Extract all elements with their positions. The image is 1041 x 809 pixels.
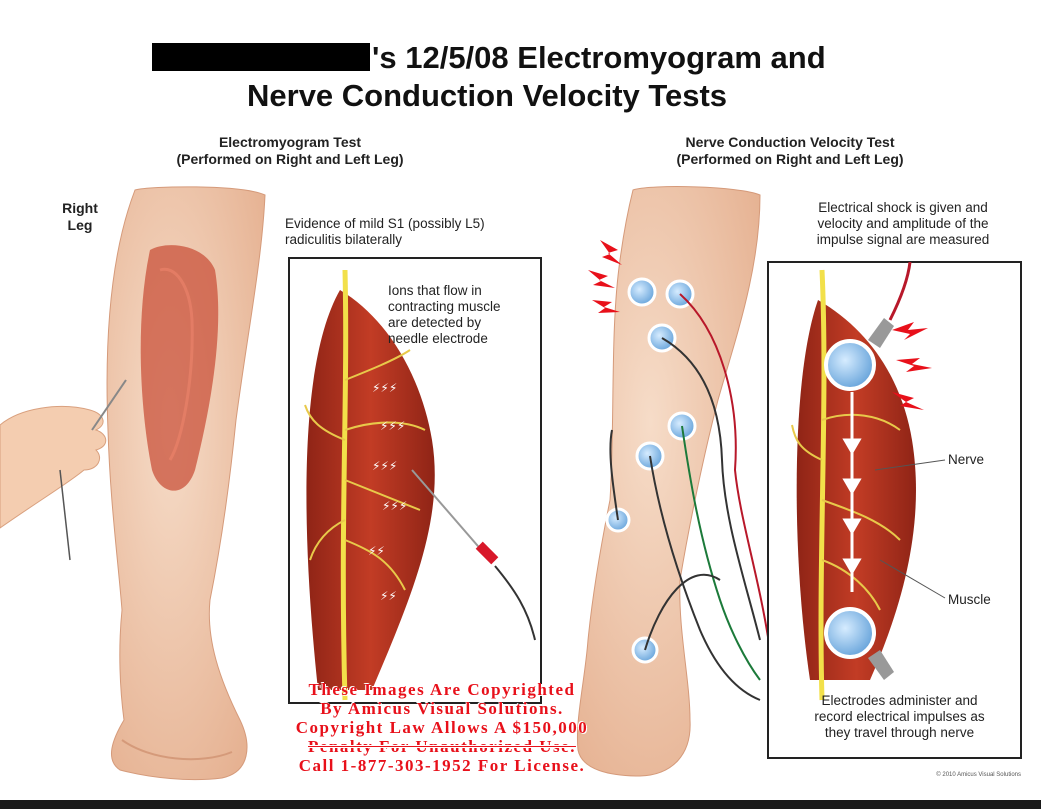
ncv-desc-line-2: velocity and amplitude of the <box>817 216 989 231</box>
svg-text:⚡⚡: ⚡⚡ <box>368 544 385 558</box>
emg-heading-line-1: Electromyogram Test <box>218 134 362 150</box>
emg-heading-line-2: (Performed on Right and Left Leg) <box>176 151 404 167</box>
title-line-1-text: 's 12/5/08 Electromyogram and <box>372 40 826 75</box>
ncv-caption-line-1: Electrodes administer and <box>821 693 978 708</box>
emg-inset-caption: Ions that flow in contracting muscle are… <box>388 283 538 347</box>
ncv-heading: Nerve Conduction Velocity Test (Performe… <box>630 134 950 168</box>
svg-text:⚡⚡: ⚡⚡ <box>380 589 397 603</box>
right-leg-label: Right Leg <box>48 200 112 234</box>
svg-text:⚡⚡⚡: ⚡⚡⚡ <box>380 419 405 433</box>
ncv-caption-line-2: record electrical impulses as <box>814 709 985 724</box>
svg-text:⚡⚡⚡: ⚡⚡⚡ <box>372 381 397 395</box>
ncv-muscle-drawing <box>791 261 946 701</box>
ncv-heading-line-1: Nerve Conduction Velocity Test <box>685 134 895 150</box>
watermark-line-4: Penalty For Unauthorized Use. <box>308 737 576 756</box>
svg-text:⚡⚡⚡: ⚡⚡⚡ <box>382 499 407 513</box>
right-leg-drawing <box>106 186 266 781</box>
ncv-desc-line-3: impulse signal are measured <box>816 232 990 247</box>
emg-inset-line-3: are detected by <box>388 315 482 330</box>
svg-text:⚡⚡⚡: ⚡⚡⚡ <box>372 459 397 473</box>
ncv-heading-line-2: (Performed on Right and Left Leg) <box>676 151 904 167</box>
redaction-bar <box>152 43 370 71</box>
emg-inset-line-2: contracting muscle <box>388 299 501 314</box>
emg-heading: Electromyogram Test (Performed on Right … <box>130 134 450 168</box>
title-line-2: Nerve Conduction Velocity Tests <box>247 78 728 113</box>
right-leg-ncv-drawing <box>576 186 771 777</box>
watermark-line-2: By Amicus Visual Solutions. <box>320 699 564 718</box>
ncv-caption-line-3: they travel through nerve <box>824 725 975 740</box>
watermark-line-5: Call 1-877-303-1952 For License. <box>298 756 586 775</box>
emg-finding-line-1: Evidence of mild S1 (possibly L5) <box>285 216 485 231</box>
emg-muscle-drawing: ⚡⚡⚡ ⚡⚡⚡ ⚡⚡⚡ ⚡⚡⚡ ⚡⚡ ⚡⚡ <box>304 269 536 701</box>
watermark-line-1: These Images Are Copyrighted <box>308 680 576 699</box>
emg-finding-text: Evidence of mild S1 (possibly L5) radicu… <box>285 216 555 248</box>
credit-text: © 2010 Amicus Visual Solutions <box>936 772 1021 778</box>
copyright-watermark: These Images Are Copyrighted By Amicus V… <box>222 680 662 775</box>
right-leg-label-line-2: Leg <box>67 217 93 233</box>
emg-finding-line-2: radiculitis bilaterally <box>285 232 403 247</box>
nerve-label: Nerve <box>948 452 985 467</box>
watermark-line-3: Copyright Law Allows A $150,000 <box>295 718 589 737</box>
title-line-1: 's 12/5/08 Electromyogram and <box>152 40 826 76</box>
emg-inset-line-4: needle electrode <box>388 331 488 346</box>
ncv-caption: Electrodes administer and record electri… <box>782 693 1017 741</box>
ncv-desc-line-1: Electrical shock is given and <box>818 200 988 215</box>
hand-drawing <box>0 379 127 561</box>
ncv-description: Electrical shock is given and velocity a… <box>783 200 1023 248</box>
right-leg-label-line-1: Right <box>62 200 98 216</box>
emg-inset-line-1: Ions that flow in <box>388 283 482 298</box>
muscle-label: Muscle <box>948 592 991 607</box>
